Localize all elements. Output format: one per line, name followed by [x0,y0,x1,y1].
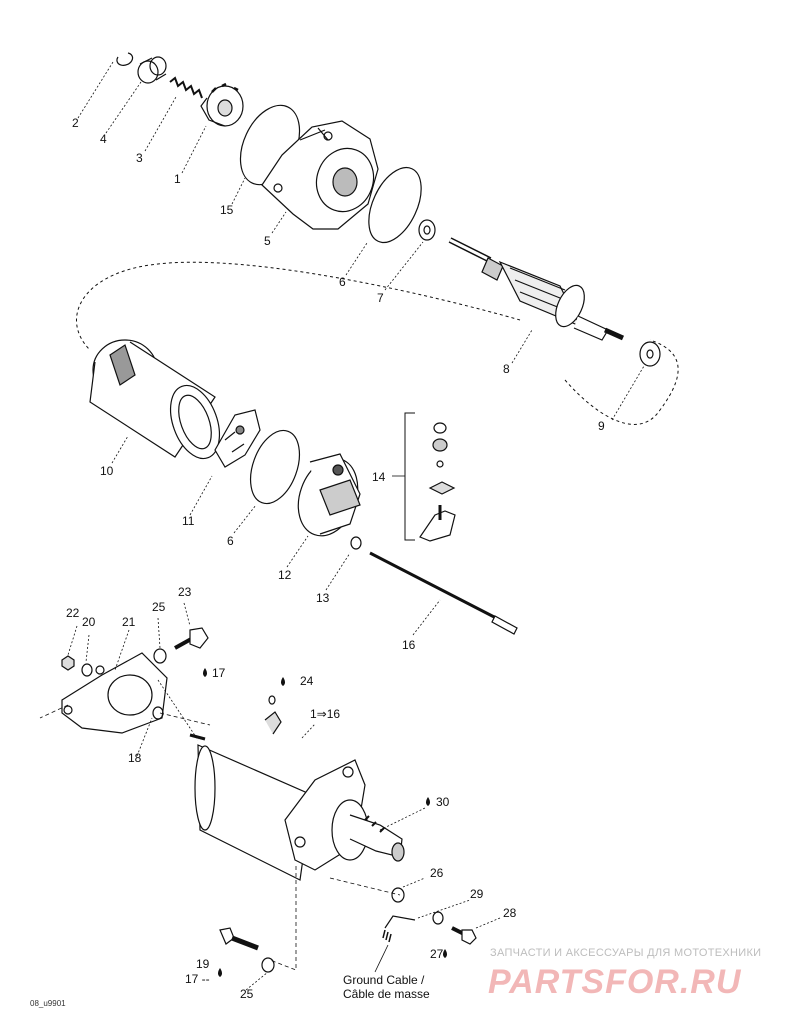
callout-2: 2 [72,116,79,130]
part-washer-29 [432,911,444,925]
callout-20: 20 [82,615,96,629]
part-armature [448,237,625,341]
callout-11: 11 [182,514,195,528]
callout-19: 19 [196,957,210,971]
callout-17-upper: 17 [212,666,226,680]
droplet-icon [203,668,207,677]
callout-6-lower: 6 [227,534,234,548]
leader-lines-lower [39,602,501,991]
droplet-icon [426,797,430,806]
lubricant-droplet-icons [203,668,447,977]
watermark-brand: PARTSFOR.RU [488,963,742,1001]
part-o-ring-6-lower [249,429,301,505]
part-spring [169,76,203,99]
part-washer-26 [391,887,405,903]
part-washer-18 [152,706,164,720]
part-bolt-28 [451,926,477,945]
part-retaining-ring [116,52,134,66]
callout-12: 12 [278,568,292,582]
part-washer-7 [418,219,436,241]
callout-15: 15 [220,203,234,217]
callout-13: 13 [316,591,330,605]
callout-18: 18 [128,751,142,765]
callout-21: 21 [122,615,136,629]
ground-cable-label-fr: Câble de masse [343,987,430,1001]
callout-9: 9 [598,419,605,433]
lower-assembly [61,627,477,973]
part-end-cover [297,453,361,537]
part-washer-25-lower [261,957,275,973]
upper-assembly [76,52,679,635]
callout-3: 3 [136,151,143,165]
watermark-tagline: ЗАПЧАСТИ И АКСЕССУАРЫ ДЛЯ МОТОТЕХНИКИ [490,947,761,959]
callout-8: 8 [503,362,510,376]
callout-27: 27 [430,947,444,961]
part-brush-holder [214,409,261,468]
callout-17-lower: 17 -- [185,972,210,986]
part-nut-22 [61,655,75,671]
assembly-outline-dashed [76,261,679,425]
callout-26: 26 [430,866,444,880]
part-ground-cable [382,915,416,943]
part-yoke-frame [89,339,221,460]
drawing-code: 08_u9901 [30,999,66,1008]
callout-22: 22 [66,606,80,620]
callout-28: 28 [503,906,517,920]
ground-cable-label-en: Ground Cable / [343,973,425,987]
part-through-bolt [369,551,518,635]
callout-1: 1 [174,172,181,186]
part-mounting-bracket [61,652,168,734]
callout-6-upper: 6 [339,275,346,289]
part-washer-25-upper [153,648,167,664]
part-drive-pinion [200,82,244,127]
part-bolt-19 [219,927,259,951]
callout-16: 16 [402,638,416,652]
droplet-icon [218,968,222,977]
callout-5: 5 [264,234,271,248]
part-o-ring-6-upper [368,166,422,244]
part-o-ring-13 [350,536,362,550]
callout-25-lower: 25 [240,987,254,1001]
part-collar [137,56,167,84]
droplet-icon [281,677,285,686]
callout-25-upper: 25 [152,600,166,614]
part-washer-20 [81,663,93,677]
callout-labels: 2 4 3 1 15 5 6 7 8 9 10 14 11 6 12 13 16… [30,116,605,1008]
callout-30: 30 [436,795,450,809]
part-bolt-23 [174,627,209,650]
callout-7: 7 [377,291,384,305]
leader-lines-upper [77,61,645,636]
droplet-icon [443,949,447,958]
callout-14: 14 [372,470,386,484]
part-washer-9 [639,341,661,367]
callout-10: 10 [100,464,114,478]
part-starter-motor [189,695,405,881]
callout-1-to-16: 1⇒16 [310,707,340,721]
part-terminal-kit [404,412,456,542]
callout-23: 23 [178,585,192,599]
callout-29: 29 [470,887,484,901]
callout-4: 4 [100,132,107,146]
callout-24: 24 [300,674,314,688]
part-drive-housing [261,120,379,230]
watermark: ЗАПЧАСТИ И АКСЕССУАРЫ ДЛЯ МОТОТЕХНИКИ PA… [488,947,761,1001]
